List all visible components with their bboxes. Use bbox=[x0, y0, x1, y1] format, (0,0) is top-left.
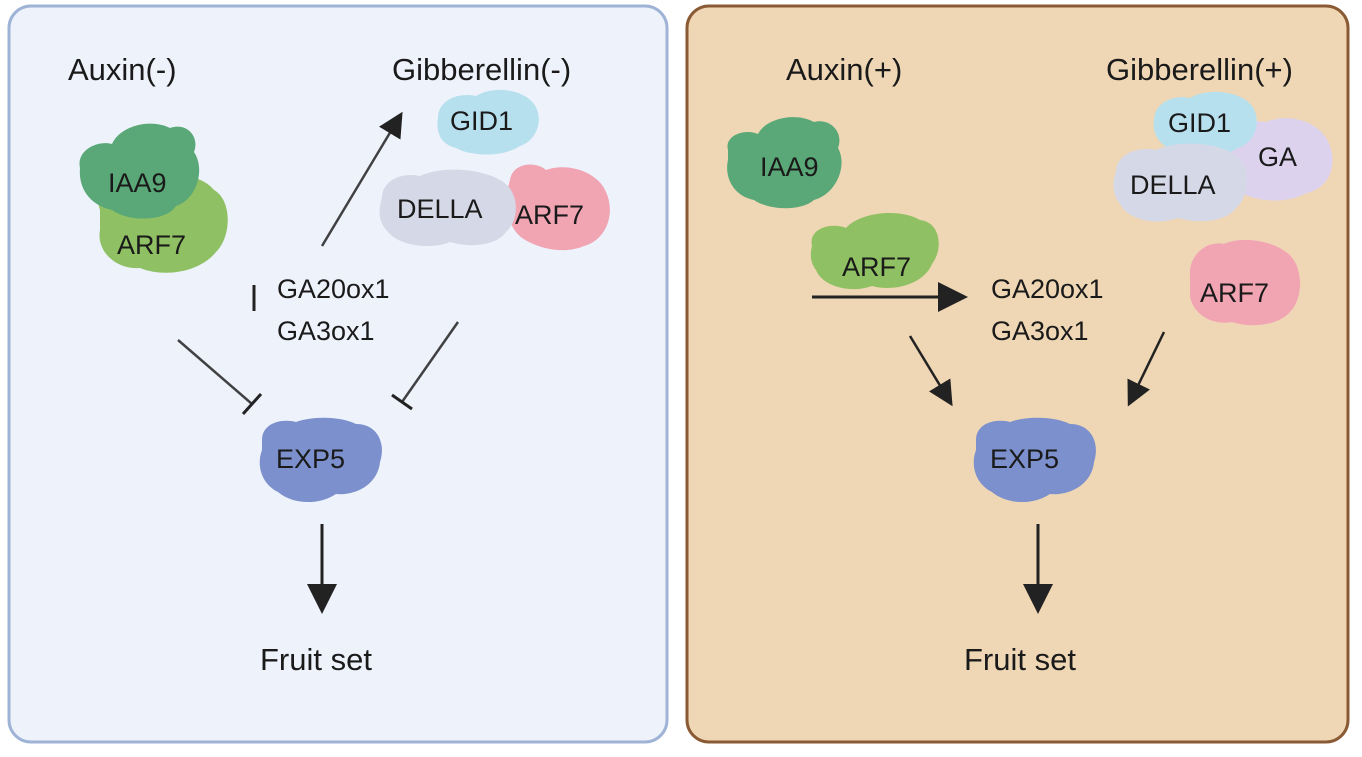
right-arf7-ga-blob bbox=[1189, 239, 1301, 326]
right-ga-to-exp5-arrow bbox=[1127, 331, 1166, 407]
left-auxin-inhibits-exp5-bar bbox=[241, 392, 263, 416]
right-gene-ga20ox1: GA20ox1 bbox=[991, 274, 1104, 304]
left-gene-ga3ox1: GA3ox1 bbox=[277, 316, 375, 346]
left-genes-to-gibberellin-arrow bbox=[320, 111, 403, 247]
left-iaa9-arf7-complex: IAA9 ARF7 bbox=[79, 123, 228, 273]
right-gid1-label: GID1 bbox=[1168, 108, 1231, 138]
right-gid1-della-ga-complex: GID1 DELLA GA bbox=[1113, 91, 1333, 222]
left-auxin-label: Auxin(-) bbox=[68, 52, 177, 87]
left-iaa9-label: IAA9 bbox=[108, 168, 167, 198]
right-arf7-aux-blob bbox=[810, 213, 939, 290]
right-iaa9-blob bbox=[727, 117, 842, 209]
right-arf7-ga-label: ARF7 bbox=[1200, 278, 1269, 308]
left-iaa9-blob bbox=[79, 123, 200, 219]
left-arf7-ga-label: ARF7 bbox=[515, 200, 584, 230]
right-exp5-protein: EXP5 bbox=[973, 417, 1096, 503]
right-exp5-label: EXP5 bbox=[990, 444, 1059, 474]
right-gibberellin-label: Gibberellin(+) bbox=[1106, 52, 1293, 87]
left-arf7-aux-label: ARF7 bbox=[117, 230, 186, 260]
right-gene-ga3ox1: GA3ox1 bbox=[991, 316, 1089, 346]
right-outcome-label: Fruit set bbox=[964, 642, 1076, 677]
right-della-blob bbox=[1113, 143, 1247, 222]
left-outcome-label: Fruit set bbox=[260, 642, 372, 677]
left-della-arf7-complex: DELLA ARF7 bbox=[379, 164, 610, 251]
right-ga-label: GA bbox=[1258, 142, 1297, 172]
left-gid1-protein: GID1 bbox=[437, 89, 539, 155]
right-arf7-ga-protein: ARF7 bbox=[1189, 239, 1301, 326]
left-exp5-blob bbox=[259, 417, 382, 503]
right-exp5-blob bbox=[973, 417, 1096, 503]
left-panel-background bbox=[7, 4, 669, 744]
left-gid1-label: GID1 bbox=[450, 106, 513, 136]
right-iaa9-label: IAA9 bbox=[760, 152, 819, 182]
left-arf7-ga-blob bbox=[506, 164, 610, 251]
left-gid1-blob bbox=[437, 89, 539, 155]
left-auxin-inhibits-exp5 bbox=[177, 339, 253, 405]
right-arf7-aux-label: ARF7 bbox=[842, 252, 911, 282]
left-gene-ga20ox1: GA20ox1 bbox=[277, 274, 390, 304]
left-exp5-protein: EXP5 bbox=[259, 417, 382, 503]
right-arf7-aux-protein: ARF7 bbox=[810, 213, 939, 290]
left-della-blob bbox=[379, 169, 516, 247]
right-della-label: DELLA bbox=[1130, 170, 1216, 200]
left-ga-inhibits-exp5-bar bbox=[391, 393, 413, 411]
left-exp5-label: EXP5 bbox=[276, 444, 345, 474]
right-auxin-to-exp5-arrow bbox=[908, 335, 953, 407]
right-iaa9-protein: IAA9 bbox=[727, 117, 842, 209]
right-auxin-label: Auxin(+) bbox=[786, 52, 902, 87]
right-gid1-blob bbox=[1153, 91, 1257, 157]
left-ga-inhibits-exp5 bbox=[400, 321, 460, 403]
left-gibberellin-label: Gibberellin(-) bbox=[392, 52, 571, 87]
left-della-label: DELLA bbox=[397, 194, 483, 224]
right-panel: Auxin(+) Gibberellin(+) IAA9 ARF7 GID1 D… bbox=[685, 4, 1350, 744]
left-panel: Auxin(-) Gibberellin(-) IAA9 ARF7 GID1 D… bbox=[7, 4, 669, 744]
